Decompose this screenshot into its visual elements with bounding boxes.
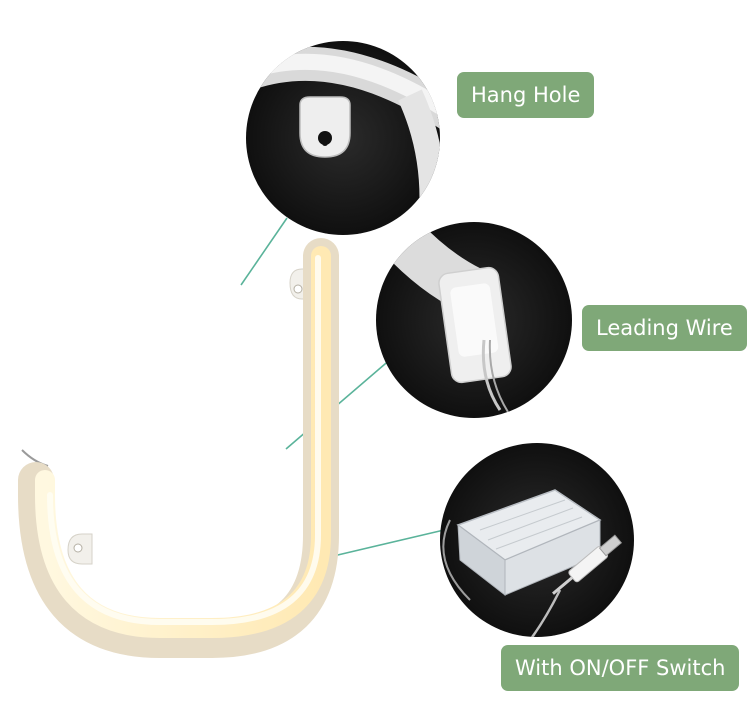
zoom-leading-wire	[376, 222, 572, 418]
battery-box-icon	[456, 489, 602, 597]
neon-j-light	[18, 238, 339, 658]
hang-hole-bottom-icon	[67, 533, 93, 565]
on-off-switch-label: With ON/OFF Switch	[501, 645, 740, 691]
usb-plug-icon	[552, 534, 623, 595]
zoom-battery-box	[440, 443, 634, 637]
hang-hole-label: Hang Hole	[457, 72, 595, 118]
zoom-hang-hole	[246, 41, 440, 235]
leading-wire-label: Leading Wire	[582, 305, 747, 351]
